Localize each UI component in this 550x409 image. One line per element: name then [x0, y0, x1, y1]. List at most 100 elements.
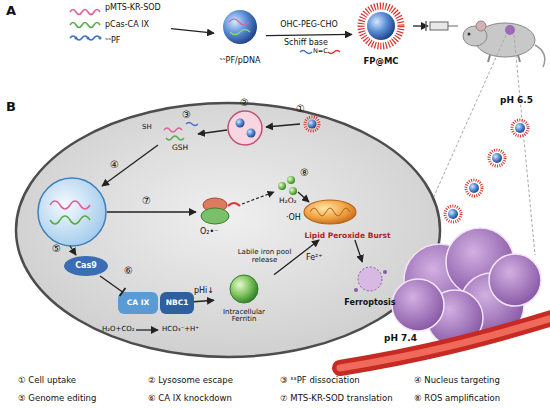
molecule-label: H₂O+CO₂ — [102, 326, 135, 333]
ferritin — [230, 275, 258, 303]
step-arrow — [298, 192, 309, 202]
panel-letter: A — [6, 4, 16, 17]
ph-label: pH 6.5 — [500, 96, 533, 105]
molecule-label: HCO₃⁻+H⁺ — [162, 326, 199, 333]
step-arrow — [266, 124, 300, 127]
membrane-protein: CA IX — [118, 292, 158, 314]
particle-corona — [445, 206, 461, 222]
nuclear-dna — [50, 216, 90, 224]
particle-corona — [512, 120, 528, 136]
particle-corona — [489, 150, 505, 166]
zoom-line — [514, 35, 535, 255]
mouse-eye — [468, 33, 471, 36]
connector-arrow — [355, 240, 362, 262]
molecule-label: ·OH — [286, 214, 301, 222]
legend-entry: ⑥ CA IX knockdown — [148, 394, 232, 403]
particle-corona — [466, 180, 482, 196]
callout-number: ⑦ — [142, 196, 151, 206]
step-arrow — [107, 211, 196, 212]
node-text: FP@MC — [363, 57, 398, 66]
nanoparticle — [247, 129, 256, 138]
nanoparticle — [492, 153, 502, 163]
node-text: ˢˢPF/pDNA — [220, 57, 261, 66]
callout-number: ⑥ — [124, 266, 133, 276]
blood-vessel — [340, 318, 550, 368]
polymer-bead — [87, 37, 90, 40]
nanoparticle — [236, 119, 245, 128]
particle-corona — [305, 117, 319, 131]
legend-entry: ④ Nucleus targeting — [414, 376, 500, 385]
h2o2-molecule — [287, 176, 295, 184]
node-text: Ferroptosis — [344, 299, 395, 308]
nanoparticle — [223, 10, 257, 44]
nanoparticle — [515, 123, 525, 133]
step-arrow — [198, 130, 227, 134]
node-text: NBC1 — [166, 299, 189, 307]
syringe-plunger — [425, 21, 427, 31]
legend-entry: ⑤ Genome editing — [18, 394, 96, 403]
legend-text: ① Cell uptake — [18, 375, 76, 385]
callout-number: ③ — [182, 110, 191, 120]
h2o2-molecule — [289, 187, 297, 195]
reaction-arrow — [136, 329, 158, 330]
legend-text: ⑤ Genome editing — [18, 393, 96, 403]
molecule-label: Fe²⁺ — [306, 254, 323, 262]
molecule-label: GSH — [172, 144, 188, 152]
polymer-strand — [300, 51, 312, 54]
protein-chain — [228, 203, 240, 206]
legend-text: ⑧ ROS amplification — [414, 393, 500, 403]
panel-letter: B — [6, 100, 16, 113]
released-plasmid — [164, 128, 182, 132]
dna-strand — [230, 30, 250, 35]
cell-fragment — [354, 288, 358, 292]
ferroptotic-cell — [358, 267, 382, 291]
ribosome-subunit — [201, 208, 229, 224]
ph-label: pH 7.4 — [384, 334, 417, 343]
component-list: pMTS-KR-SODpCas-CA IXˢˢPF — [105, 4, 171, 46]
syringe-barrel — [430, 22, 448, 30]
endosome — [228, 111, 262, 145]
plasmid-strand — [70, 10, 100, 15]
nanoparticle — [469, 183, 479, 193]
polymer-bead — [75, 37, 78, 40]
mouse-leg — [488, 55, 490, 62]
node-text: pCas-CA IX — [105, 21, 149, 30]
mouse-tumor — [505, 25, 515, 35]
legend-text: ③ ˢˢPF dissociation — [280, 375, 360, 385]
legend-text: ② Lysosome escape — [148, 375, 233, 385]
peg-strand — [328, 51, 340, 54]
nuclear-dna — [50, 201, 90, 209]
nanoparticle — [448, 209, 458, 219]
callout-number: ⑧ — [300, 168, 309, 178]
node-text: Cas9 — [75, 262, 97, 271]
degraded-polymer — [186, 123, 198, 126]
nanoparticle — [308, 120, 317, 129]
cell-fragment — [383, 270, 387, 274]
mouse-leg — [518, 55, 520, 62]
blood-vessel-lumen — [340, 318, 550, 368]
plasmid-strand — [70, 23, 100, 28]
nucleus — [38, 178, 106, 246]
node-text: pMTS-KR-SOD — [105, 4, 161, 13]
mitochondrion-node: Lipid Peroxide Burst — [300, 196, 395, 240]
connector-label: Labile iron pool release — [238, 250, 292, 265]
nanoparticle-node: ˢˢPF/pDNA — [214, 6, 266, 66]
step-arrow — [102, 145, 158, 186]
mitochondrial-cristae — [310, 208, 350, 216]
nanoparticle-node: FP@MC — [352, 2, 410, 66]
molecule-label: H₂O₂ — [279, 197, 297, 205]
peg-corona — [361, 6, 401, 46]
ferroptosis-node: Ferroptosis — [340, 262, 400, 308]
molecule-label: O₂•⁻ — [200, 228, 218, 236]
ferritin-node: Intracellular Ferritin — [214, 272, 274, 324]
legend-entry: ⑦ MTS-KR-SOD translation — [280, 394, 393, 403]
legend-entry: ⑧ ROS amplification — [414, 394, 500, 403]
connector-label: OHC-PEG-CHO — [280, 21, 338, 30]
protein-blob: Cas9 — [64, 256, 108, 276]
nanoparticle — [367, 12, 395, 40]
membrane-protein: NBC1 — [160, 292, 194, 314]
polymer-strand — [70, 36, 100, 40]
legend-entry: ③ ˢˢPF dissociation — [280, 376, 360, 385]
